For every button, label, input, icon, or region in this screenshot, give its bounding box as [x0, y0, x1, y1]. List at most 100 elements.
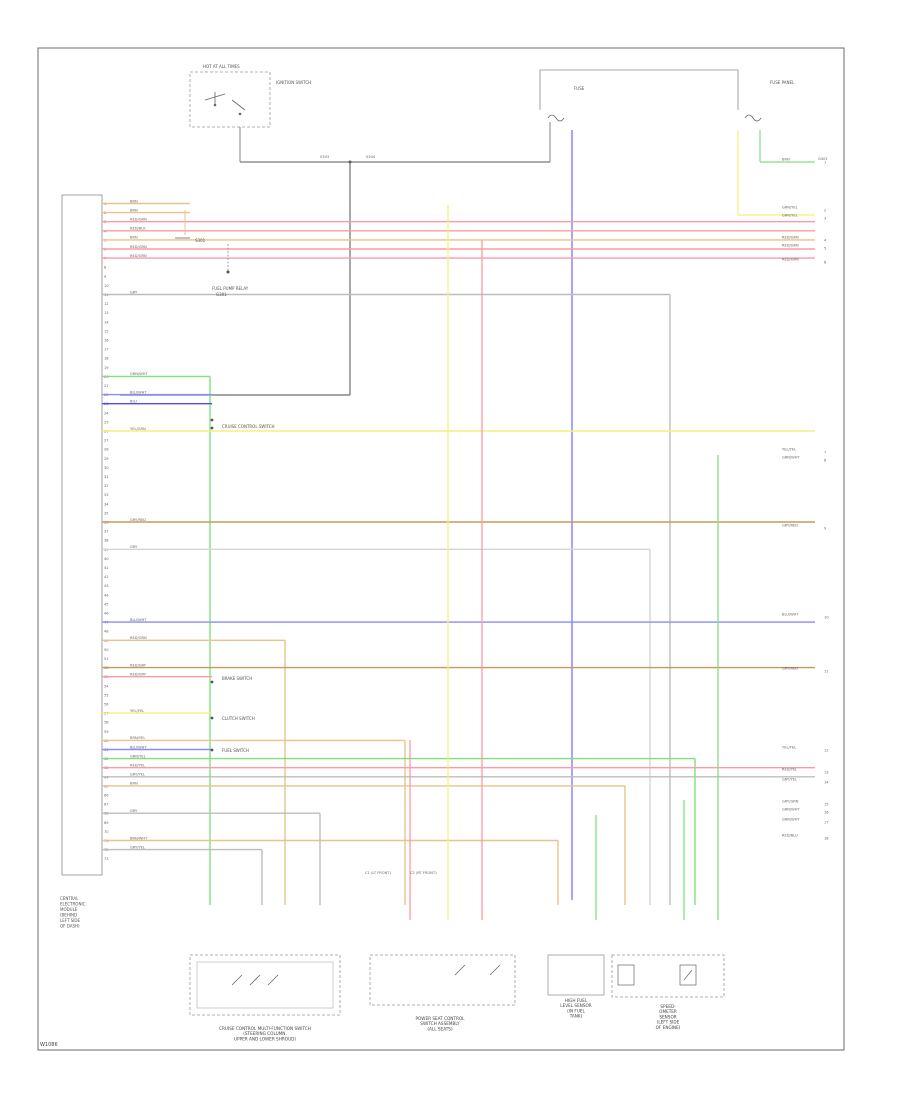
right-wire-label: RED/YEL [782, 768, 797, 772]
module-pin-number: 37 [104, 530, 109, 534]
wire-runs: BRN BRN RED/GRN RED/BLK BRN RED/GRN RED/GRN GRY… [102, 199, 815, 920]
right-wire-label: GRN/YEL [782, 214, 798, 218]
module-label-line: (BEHIND [60, 913, 77, 918]
module-pin-number: 32 [104, 484, 109, 488]
module-pin-number: 51 [104, 657, 109, 661]
wire-label: GRY/YEL [130, 845, 145, 849]
fuel-pump-relay-block: S301 FUEL PUMP RELAY G301 [175, 210, 249, 297]
right-wire-label: RED/GRN [782, 244, 799, 248]
module-pin-number: 46 [104, 612, 109, 616]
wire-label: BRN/WHT [130, 836, 148, 840]
module-pin-number: 55 [104, 693, 109, 697]
connector-c1-label: C1 (LT FRONT) [365, 871, 391, 875]
mid-switch-labels: CRUISE CONTROL SWITCH BRAKE SWITCH CLUTC… [210, 418, 275, 753]
right-pin-number: 4 [824, 239, 827, 243]
module-pin-number: 54 [104, 684, 109, 688]
splice-1-label: S303 [320, 155, 329, 159]
module-pin-number: 16 [104, 339, 109, 343]
wire-label: RED/GRY [130, 673, 147, 677]
module-label-line: CENTRAL [60, 896, 79, 901]
wire-label: GRN/YEL [130, 754, 146, 758]
right-pin-number: 2 [824, 209, 826, 213]
right-wire-label: RED/BLU [782, 834, 798, 838]
right-pin-number: 10 [824, 616, 829, 620]
connector-c2-label: C2 (RT FRONT) [410, 871, 437, 875]
wire-label: BRN [130, 199, 138, 203]
module-label-line: ELECTRONIC [60, 902, 86, 907]
fuse-panel-label: FUSE PANEL [770, 80, 795, 85]
module-pin-labels: 1234567891011121314151617181920212223242… [104, 202, 109, 861]
cruise-control-switch-label: CRUISE CONTROL SWITCH [222, 424, 275, 429]
wire-label: BRN [130, 208, 138, 212]
module-pin-number: 66 [104, 794, 109, 798]
wire-label: GRN/WHT [130, 372, 148, 376]
right-wire-label: RED/GRN [782, 236, 799, 240]
fuse-block: FUSE FUSE PANEL G401 [539, 69, 828, 900]
module-pin-number: 58 [104, 721, 109, 725]
module-pin-number: 44 [104, 593, 109, 597]
wire-label: RED/BLK [130, 227, 146, 231]
ignition-switch-label: IGNITION SWITCH [276, 80, 311, 85]
right-pin-number: 11 [824, 670, 829, 674]
wire-label: GRY/RED [130, 518, 146, 522]
module-pin-number: 15 [104, 329, 109, 333]
cruise-control-multifunction-switch: CRUISE CONTROL MULTI-FUNCTION SWITCH(STE… [189, 954, 341, 1041]
module-pin-number: 43 [104, 584, 109, 588]
wire-label: YEL/YEL [130, 709, 144, 713]
right-wire-label: YEL/YEL [782, 448, 796, 452]
right-wire-label: YEL/YEL [782, 746, 796, 750]
wire-label: RED/YEL [130, 764, 145, 768]
wire-label: BLU [130, 400, 137, 404]
wire-label: GRY [130, 545, 138, 549]
module-pin-number: 69 [104, 821, 109, 825]
right-pin-number: 9 [824, 527, 827, 531]
right-wire-label: GRY/RED [782, 667, 798, 671]
module-pin-number: 14 [104, 320, 109, 324]
ground-top-label: G401 [818, 157, 828, 161]
module-label-line: LEFT SIDE [60, 918, 81, 923]
wire-label: BRN [130, 236, 138, 240]
right-pin-number: 1 [824, 161, 826, 165]
module-pin-number: 31 [104, 475, 109, 479]
right-wire-label: GRN/WHT [782, 818, 800, 822]
right-wire-label: GRY/GRN [782, 800, 799, 804]
right-pin-number: 7 [824, 451, 826, 455]
fuel-switch-label: FUEL SWITCH [222, 748, 249, 753]
module-pin-number: 19 [104, 366, 109, 370]
wire-label: BLU/WHT [130, 390, 147, 394]
right-wire-label: GRN/WHT [782, 456, 800, 460]
module-pin-number: 30 [104, 466, 109, 470]
right-pin-number: 6 [824, 261, 827, 265]
wire-label: GRY/YEL [130, 773, 145, 777]
module-pin-number: 25 [104, 420, 109, 424]
right-pin-number: 14 [824, 781, 829, 785]
fuse-label: FUSE [574, 86, 585, 91]
figure-id: W1086 [40, 1042, 58, 1048]
wire-label: YEL/GRN [130, 427, 146, 431]
wire-label: RED/GRN [130, 245, 147, 249]
right-pin-number: 16 [824, 811, 829, 815]
module-pin-number: 48 [104, 630, 109, 634]
right-wire-label: GRY/YEL [782, 778, 797, 782]
module-pin-number: 17 [104, 348, 109, 352]
right-wire-label: RED/GRN [782, 258, 799, 262]
module-pin-number: 33 [104, 493, 109, 497]
wire-label: RED/GRN [130, 636, 147, 640]
right-wire-labels: BRN1GRN/YEL2GRN/YEL3RED/GRN4RED/GRN5RED/… [782, 158, 829, 841]
module-pin-number: 38 [104, 539, 109, 543]
right-pin-number: 18 [824, 837, 829, 841]
module-pin-number: 12 [104, 302, 109, 306]
wire-label: RED/GRN [130, 254, 147, 258]
module-pin-number: 21 [104, 384, 109, 388]
splice-mid-label: S301 [195, 238, 206, 243]
wire-label: RED/GRY [130, 663, 147, 667]
module-pin-number: 41 [104, 566, 109, 570]
clutch-switch-label: CLUTCH SWITCH [222, 716, 255, 721]
